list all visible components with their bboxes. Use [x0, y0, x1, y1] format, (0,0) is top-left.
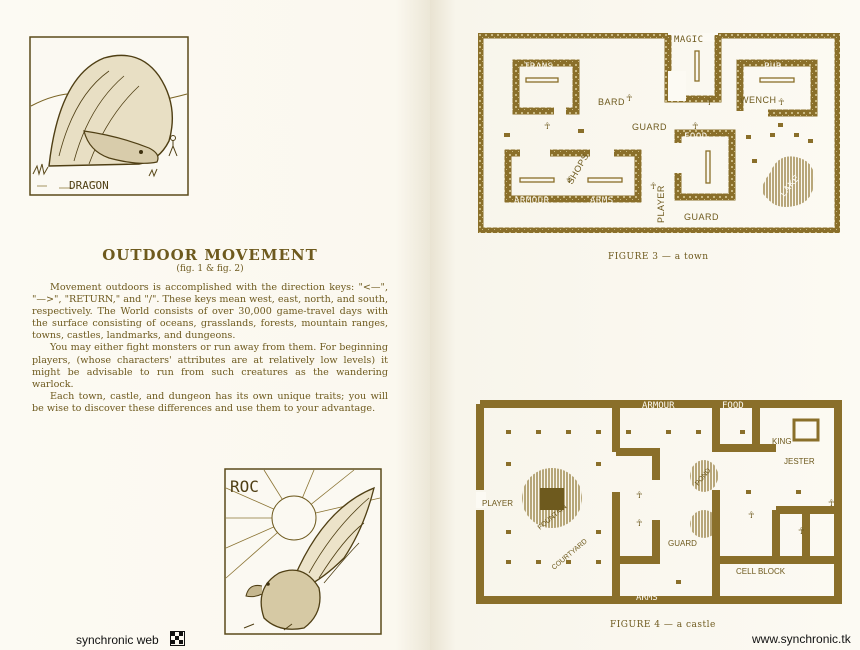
dragon-caption: DRAGON	[69, 179, 109, 192]
label-wench: WENCH	[740, 95, 777, 105]
label-food: FOOD	[684, 132, 708, 142]
figure3-town-map: ☥ ☥ ☥ ☥ ☥ ☥ ☥ TRANS MAGIC PUB BARD WENCH GUA…	[478, 33, 840, 233]
label-armour-castle: ARMOUR	[642, 401, 675, 411]
label-food-castle: FOOD	[722, 401, 744, 411]
left-page: DRAGON OUTDOOR MOVEMENT (fig. 1 & fig. 2…	[0, 0, 430, 650]
grid-logo-icon	[170, 631, 186, 646]
svg-text:☥: ☥	[626, 94, 633, 104]
roc-caption: ROC	[230, 477, 259, 496]
svg-text:☥: ☥	[828, 499, 835, 509]
paragraph-2: You may either fight monsters or run awa…	[32, 342, 388, 390]
label-guard-castle: GUARD	[668, 539, 697, 548]
label-courtyard: COURTYARD	[551, 538, 589, 571]
figure4-caption: FIGURE 4 — a castle	[610, 620, 716, 630]
svg-text:☥: ☥	[706, 98, 713, 108]
label-guard-top: GUARD	[632, 122, 667, 132]
svg-text:☥: ☥	[544, 122, 551, 132]
figure4-castle-map: ☥☥☥☥☥ ARMOUR FOOD KING JESTER PLAYER FOU…	[476, 400, 842, 604]
label-shops: SHOPS	[565, 152, 591, 186]
right-page: ☥ ☥ ☥ ☥ ☥ ☥ ☥ TRANS MAGIC PUB BARD WENCH GUA…	[430, 0, 860, 650]
label-magic: MAGIC	[674, 35, 704, 45]
section-title: OUTDOOR MOVEMENT	[102, 246, 318, 264]
label-trans: TRANS	[524, 62, 554, 72]
body-text: Movement outdoors is accomplished with t…	[32, 282, 388, 415]
label-pub: PUB	[764, 62, 782, 72]
roc-illustration: ROC	[224, 468, 382, 635]
site-name-left: synchronic web	[76, 633, 159, 647]
svg-text:☥: ☥	[692, 122, 699, 132]
dragon-illustration: DRAGON	[29, 36, 189, 196]
label-player-castle: PLAYER	[482, 499, 513, 508]
svg-text:☥: ☥	[778, 98, 785, 108]
label-player: PLAYER	[656, 185, 666, 223]
paragraph-1: Movement outdoors is accomplished with t…	[32, 282, 388, 342]
footer-left: synchronic web	[76, 631, 186, 647]
label-king: KING	[772, 437, 792, 446]
svg-text:☥: ☥	[748, 511, 755, 521]
label-armour: ARMOUR	[514, 196, 550, 206]
site-url-right[interactable]: www.synchronic.tk	[752, 632, 851, 646]
label-cell-block: CELL BLOCK	[736, 567, 786, 576]
svg-text:☥: ☥	[798, 527, 805, 537]
label-jester: JESTER	[784, 457, 815, 466]
label-bard: BARD	[598, 97, 625, 107]
section-subtitle: (fig. 1 & fig. 2)	[176, 264, 244, 274]
svg-text:☥: ☥	[636, 519, 643, 529]
figure3-caption: FIGURE 3 — a town	[608, 252, 709, 262]
svg-text:☥: ☥	[566, 176, 573, 186]
label-guard-bottom: GUARD	[684, 212, 719, 222]
label-arms: ARMS	[590, 196, 614, 206]
label-arms-castle: ARMS	[636, 593, 658, 603]
svg-text:☥: ☥	[650, 182, 657, 192]
paragraph-3: Each town, castle, and dungeon has its o…	[32, 390, 388, 414]
svg-text:☥: ☥	[636, 491, 643, 501]
